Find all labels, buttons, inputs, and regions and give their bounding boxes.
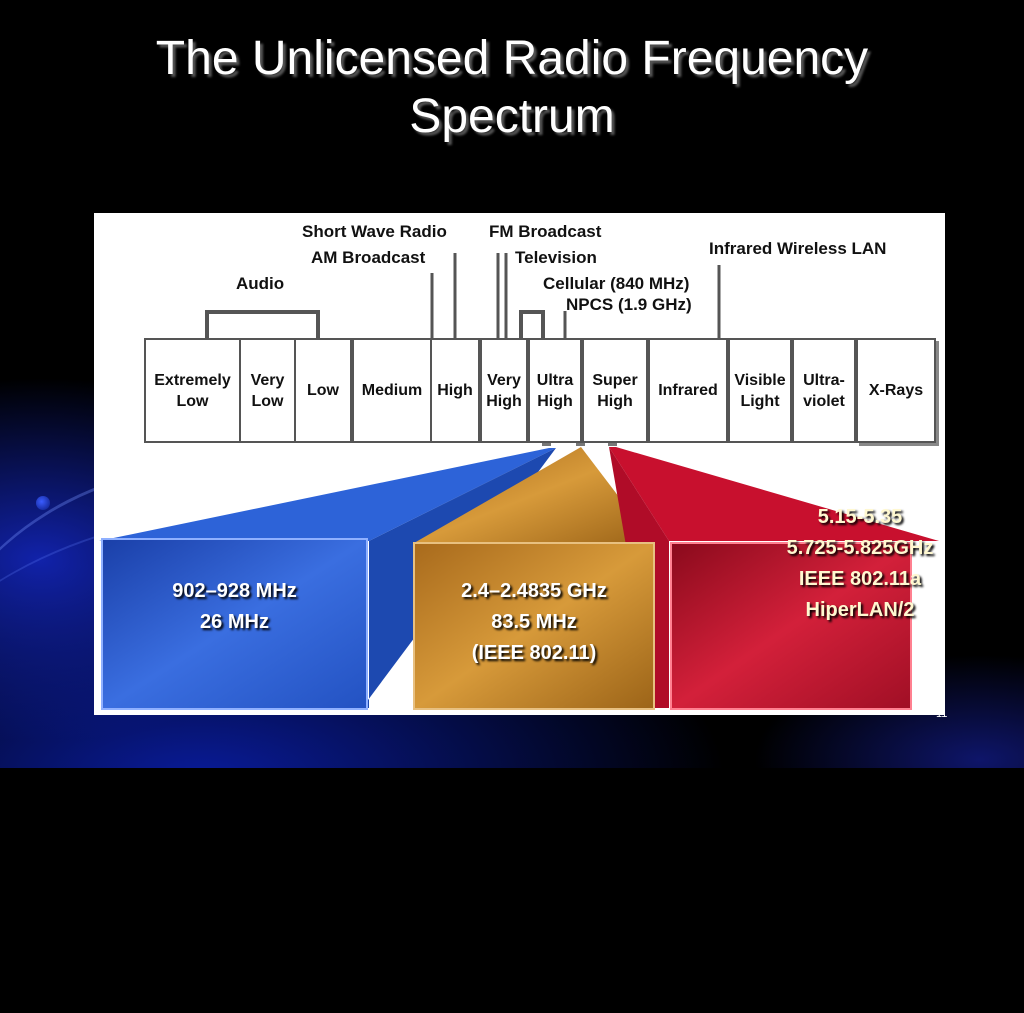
blue-panel bbox=[101, 538, 368, 710]
audio-bracket bbox=[205, 310, 320, 338]
panel-line: 26 MHz bbox=[200, 611, 269, 633]
decorative-dot bbox=[36, 496, 50, 510]
band-medium: Medium bbox=[352, 338, 432, 443]
band-label: Very bbox=[487, 371, 521, 389]
band-label: Low bbox=[251, 392, 284, 410]
panel-line: 5.725-5.825GHz bbox=[786, 537, 934, 559]
panel-line: 902–928 MHz bbox=[172, 580, 297, 602]
label-cellular: Cellular (840 MHz) bbox=[543, 274, 690, 293]
panel-line: (IEEE 802.11) bbox=[471, 642, 597, 664]
band-low: Low bbox=[294, 338, 352, 443]
band-label: Light bbox=[740, 392, 780, 410]
band-label: High bbox=[486, 392, 522, 410]
orange-funnel bbox=[414, 447, 654, 543]
cellular-bracket bbox=[519, 310, 545, 338]
band-ultraviolet: Ultra-violet bbox=[792, 338, 856, 443]
label-infrared-wireless-lan: Infrared Wireless LAN bbox=[709, 239, 887, 258]
panel-line: 83.5 MHz bbox=[491, 611, 577, 633]
band-label: Low bbox=[307, 382, 339, 399]
orange-panel bbox=[413, 542, 655, 710]
label-audio: Audio bbox=[236, 274, 285, 293]
band-label: violet bbox=[803, 392, 845, 410]
label-am-broadcast: AM Broadcast bbox=[311, 248, 426, 267]
band-label: Extremely bbox=[154, 371, 231, 389]
label-television: Television bbox=[515, 248, 597, 267]
panel-line: 5.15-5.35 bbox=[817, 506, 903, 528]
label-short-wave-radio: Short Wave Radio bbox=[302, 222, 447, 241]
slide-title-line: Spectrum bbox=[409, 90, 615, 143]
spectrum-graphics bbox=[99, 253, 939, 710]
band-label: High bbox=[597, 392, 633, 410]
band-high: High bbox=[430, 338, 480, 443]
red-panel-text: 5.15-5.35 5.725-5.825GHz IEEE 802.11a Hi… bbox=[730, 502, 990, 626]
band-label: High bbox=[437, 382, 473, 399]
label-fm-broadcast: FM Broadcast bbox=[489, 222, 602, 241]
blue-funnel bbox=[99, 448, 556, 541]
slide-title-line: The Unlicensed Radio Frequency bbox=[155, 32, 869, 85]
band-label: Visible bbox=[734, 371, 786, 389]
band-label: Ultra bbox=[536, 371, 574, 389]
band-label: Very bbox=[250, 371, 285, 389]
band-label: Medium bbox=[361, 382, 423, 399]
band-label: Infrared bbox=[658, 382, 718, 399]
panel-line: HiperLAN/2 bbox=[805, 599, 915, 621]
panel-line: 2.4–2.4835 GHz bbox=[461, 580, 607, 602]
red-panel bbox=[670, 542, 912, 710]
band-label: X-Rays bbox=[868, 382, 924, 399]
band-x-rays: X-Rays bbox=[856, 338, 936, 443]
band-label: High bbox=[537, 392, 573, 410]
spectrum-diagram: Short Wave Radio AM Broadcast FM Broadca… bbox=[94, 213, 945, 715]
band-label: Ultra- bbox=[803, 371, 845, 389]
page-number: 11 bbox=[936, 708, 948, 720]
band-label: Low bbox=[176, 392, 209, 410]
band-infrared: Infrared bbox=[648, 338, 728, 443]
slide-title: The Unlicensed Radio Frequency Spectrum bbox=[0, 30, 1024, 146]
label-npcs: NPCS (1.9 GHz) bbox=[566, 295, 692, 314]
panel-line: IEEE 802.11a bbox=[798, 568, 922, 590]
red-funnel bbox=[609, 447, 939, 541]
orange-panel-text: 2.4–2.4835 GHz 83.5 MHz (IEEE 802.11) bbox=[414, 576, 654, 669]
blue-panel-text: 902–928 MHz 26 MHz bbox=[102, 576, 367, 638]
band-label: Super bbox=[592, 371, 638, 389]
